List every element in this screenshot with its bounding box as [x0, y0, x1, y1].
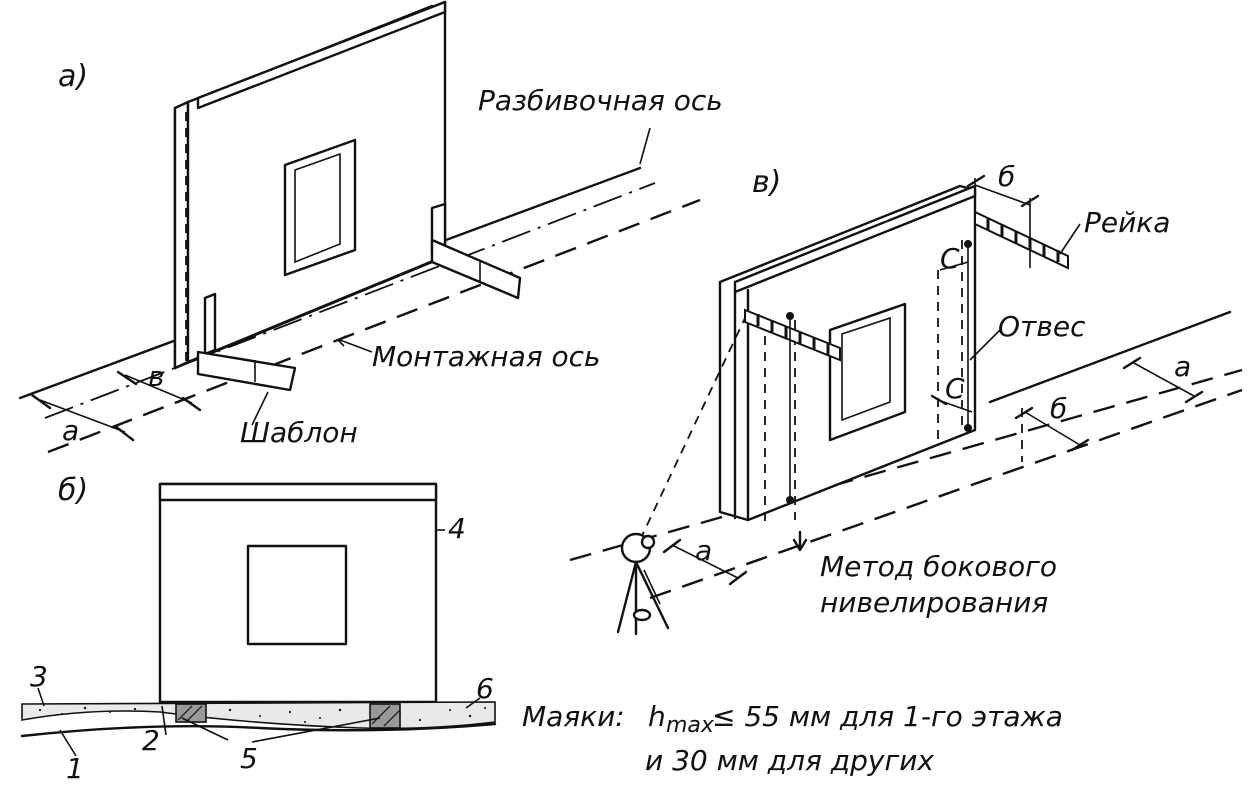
- panel-a-label: а): [58, 59, 88, 94]
- shablon-right: [430, 202, 522, 300]
- mayaki-h: h: [648, 700, 666, 733]
- reyka-left: [744, 308, 841, 362]
- razbivochnaya-label: Разбивочная ось: [478, 84, 723, 117]
- dimension-a-panel-a: а: [30, 393, 135, 447]
- svg-text:б: б: [998, 160, 1015, 193]
- otves-leader: [969, 329, 1001, 361]
- svg-text:в: в: [148, 360, 165, 393]
- montazhnaya-label: Монтажная ось: [372, 340, 601, 373]
- dimension-v-panel-a: в: [116, 360, 202, 412]
- wall-panel-a: [173, 0, 447, 370]
- dimension-b-bottom: б: [1014, 392, 1090, 462]
- callout-2: 2: [142, 724, 160, 757]
- panel-a: а): [18, 0, 723, 454]
- panel-b-label: б): [58, 473, 88, 508]
- svg-text:а: а: [62, 414, 79, 447]
- mortar-bed: [21, 701, 496, 730]
- mayaki-rule: ≤ 55 мм для 1-го этажа: [712, 700, 1063, 733]
- dimension-c-top: С: [939, 242, 969, 275]
- callout-6: 6: [476, 672, 494, 705]
- center-axis-line: [44, 182, 656, 419]
- otves-left: [786, 312, 794, 504]
- window-a-reveal: [294, 152, 341, 264]
- shablon-leader: [251, 391, 269, 426]
- reyka-right: [974, 210, 1069, 270]
- callout-4: 4: [448, 512, 466, 545]
- method-label-line1: Метод бокового: [820, 550, 1057, 583]
- method-label-line2: нивелирования: [820, 586, 1048, 619]
- svg-text:б: б: [1050, 392, 1067, 425]
- window-b: [246, 544, 348, 646]
- dimension-a-left: а: [662, 534, 748, 586]
- svg-text:С: С: [940, 242, 960, 275]
- svg-text:С: С: [945, 372, 965, 405]
- callout-5: 5: [240, 742, 258, 775]
- razbivochnaya-axis-v: [649, 388, 1243, 600]
- montazhnaya-leader: [339, 339, 373, 353]
- window-v: [828, 302, 907, 442]
- svg-text:а: а: [1174, 350, 1191, 383]
- otves-label: Отвес: [998, 310, 1086, 343]
- level-instrument: [616, 532, 670, 636]
- dimension-b-top: б: [966, 160, 1040, 268]
- window-a: [283, 138, 357, 277]
- dimension-c-bottom: С: [930, 372, 973, 413]
- shablon-label: Шаблон: [240, 416, 358, 449]
- montazhnaya-axis-line: [47, 198, 701, 454]
- dimension-a-right: а: [1122, 350, 1204, 404]
- sight-line: [639, 317, 746, 541]
- callout-1: 1: [66, 752, 84, 785]
- panel-v-label: в): [752, 165, 781, 200]
- panel-v: в): [569, 160, 1243, 636]
- reyka-leader: [1059, 223, 1081, 255]
- otves-right: [964, 240, 972, 432]
- callout-3: 3: [30, 660, 48, 693]
- montazhnaya-axis-v: [569, 368, 1243, 562]
- beacon-right: [369, 703, 401, 729]
- reyka-label: Рейка: [1084, 206, 1170, 239]
- razbivochnaya-leader: [639, 127, 651, 165]
- mayaki-rule-2: и 30 мм для других: [645, 744, 934, 777]
- shablon-left: [196, 292, 297, 392]
- mayaki-sub: max: [666, 713, 715, 738]
- wall-panel-a-top: [196, 0, 447, 110]
- panel-b: б) 3 1 2: [20, 473, 1063, 785]
- wall-panel-b-top: [158, 482, 438, 502]
- wall-panel-v: [718, 184, 977, 522]
- window-v-reveal: [841, 316, 891, 422]
- svg-text:а: а: [695, 534, 712, 567]
- mayaki-title: Маяки:: [522, 700, 625, 733]
- base-slab-surface: [20, 722, 497, 738]
- reference-line-v: [988, 310, 1232, 404]
